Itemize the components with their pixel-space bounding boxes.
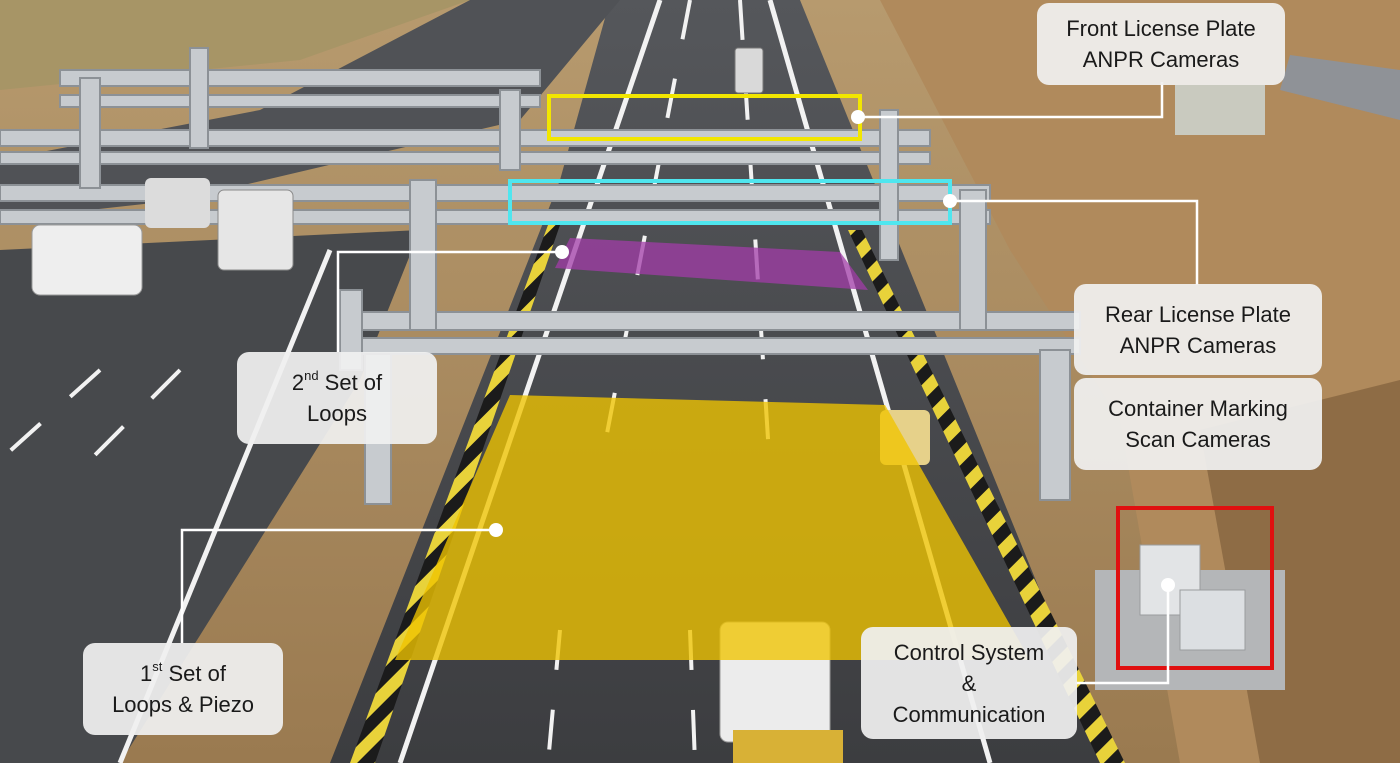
control-system-frame [1116,506,1274,670]
container-scan-line1: Container Marking [1108,396,1288,421]
control-system-line1: Control System [893,639,1045,665]
left-hazard-barrier [350,225,560,763]
control-system-line3: Communication [892,701,1046,727]
first-loops-line1: 1st Set of [140,658,226,689]
rear-anpr-line2: ANPR Cameras [1119,332,1277,358]
first-loops-callout: 1st Set of Loops & Piezo [83,643,283,735]
container-scan-line2: Scan Cameras [1125,427,1271,452]
container-scan-callout: Container Marking Scan Cameras [1074,378,1322,470]
front-anpr-callout: Front License Plate ANPR Cameras [1037,3,1285,85]
first-loops-line2: Loops & Piezo [112,692,254,717]
gantry-structures [0,47,1081,505]
leader-lines [180,82,1199,685]
first-loop-zone [395,395,1030,660]
first-loops-line1-rest: Set of [162,661,226,686]
control-system-line2: & [961,670,977,696]
first-loops-ordinal-suffix: st [152,658,163,674]
second-loop-zone [555,238,868,290]
second-loops-ordinal: 2 [291,370,305,395]
leader-dots [489,110,1175,592]
front-anpr-line1: Front License Plate [1066,16,1256,41]
second-loops-line2: Loops [307,401,367,426]
second-loops-callout: 2nd Set of Loops [237,352,437,444]
rear-anpr-line1: Rear License Plate [1105,301,1291,327]
rear-anpr-callout: Rear License Plate ANPR Cameras [1074,284,1322,375]
front-anpr-line2: ANPR Cameras [1082,47,1240,72]
service-road [1280,55,1400,120]
second-loops-ordinal-suffix: nd [304,367,319,383]
second-loops-line1: 2nd Set of [292,367,382,398]
left-field [0,0,470,90]
control-system-callout: Control System & Communication [861,627,1077,739]
first-loops-ordinal: 1 [140,661,153,686]
second-loops-line1-rest: Set of [318,370,383,395]
